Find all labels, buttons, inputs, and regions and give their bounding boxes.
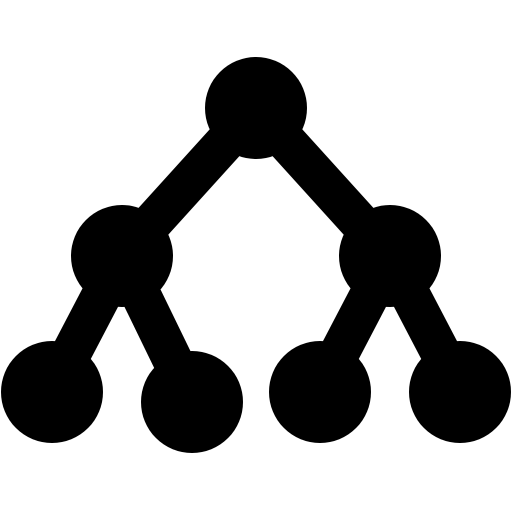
tree-nodes [1, 57, 511, 453]
root-node [205, 57, 307, 159]
leaf-node-1 [1, 341, 103, 443]
leaf-node-3 [269, 341, 371, 443]
right-child-node [339, 205, 441, 307]
leaf-node-2 [141, 351, 243, 453]
leaf-node-4 [409, 341, 511, 443]
left-child-node [71, 205, 173, 307]
